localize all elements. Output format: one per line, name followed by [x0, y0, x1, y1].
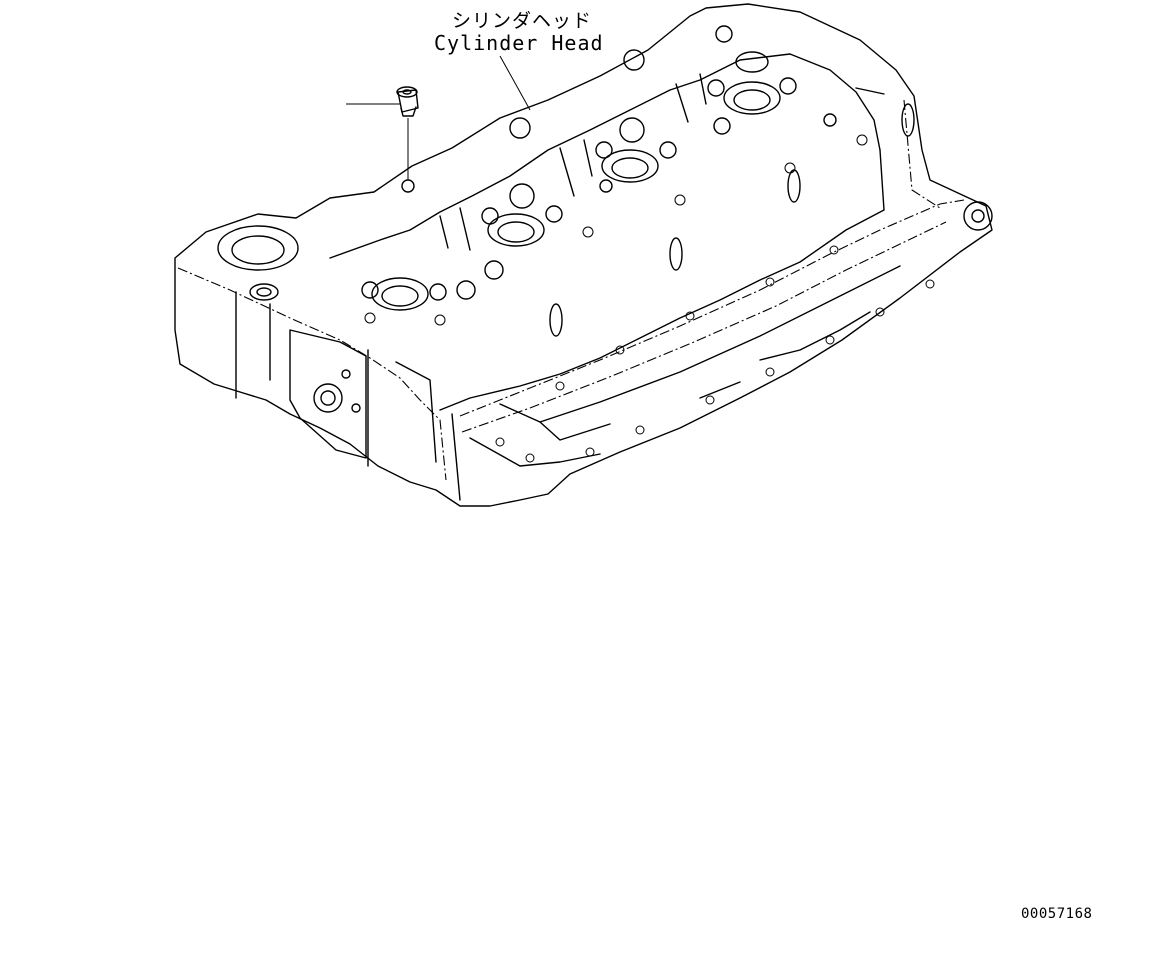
part-label-japanese: シリンダヘッド [452, 10, 593, 32]
drawing-number: 00057168 [1021, 906, 1093, 922]
valve-ports [361, 25, 915, 337]
part-label-english: Cylinder Head [434, 31, 604, 55]
lower-flange [451, 199, 993, 501]
plug-icon [346, 86, 419, 180]
leader-line-label [499, 55, 531, 111]
head-body [174, 3, 993, 507]
